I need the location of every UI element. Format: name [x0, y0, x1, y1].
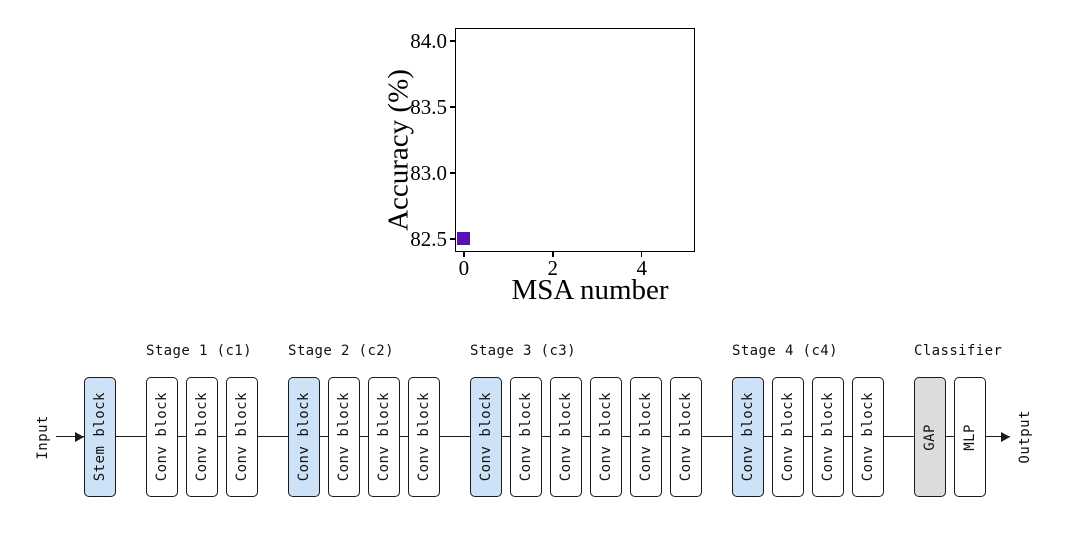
conv-block: Conv block [550, 377, 582, 497]
block-label: Conv block [416, 392, 432, 482]
stem-block: Stem block [84, 377, 116, 497]
stage-label-classifier: Classifier [914, 343, 1003, 359]
stage-label-stage2: Stage 2 (c2) [288, 343, 394, 359]
block-label: Conv block [336, 392, 352, 482]
block-label: Conv block [194, 392, 210, 482]
block-label: Stem block [92, 392, 108, 482]
x-tick-label: 2 [547, 256, 559, 280]
x-axis-label: MSA number [511, 274, 669, 306]
output-label: Output [1012, 410, 1038, 464]
x-tick-mark [463, 252, 465, 257]
block-label: Conv block [518, 392, 534, 482]
input-arrowhead-icon [75, 432, 84, 442]
conv-block: Conv block [328, 377, 360, 497]
x-tick-mark [640, 252, 643, 257]
block-label: Conv block [678, 392, 694, 482]
block-label: Conv block [154, 392, 170, 482]
stage-group-stem: Stem block [84, 377, 116, 497]
blocks-row-stem: Stem block [84, 377, 116, 497]
y-tick-mark [450, 172, 455, 174]
block-label: Conv block [558, 392, 574, 482]
block-label: GAP [922, 423, 938, 451]
output-arrowhead-icon [1001, 432, 1010, 442]
input-label: Input [30, 415, 56, 460]
conv-block: Conv block [186, 377, 218, 497]
x-tick-mark [552, 252, 554, 257]
stage-label-stage1: Stage 1 (c1) [146, 343, 252, 359]
conv-block: Conv block [288, 377, 320, 497]
blocks-row-stage4: Conv block Conv block Conv block Conv block [732, 377, 884, 497]
conv-block: Conv block [470, 377, 502, 497]
plot-area [455, 28, 695, 252]
conv-block: Conv block [510, 377, 542, 497]
x-tick-label: 4 [636, 256, 647, 280]
data-point-marker [457, 232, 471, 246]
y-tick-label: 82.5 [410, 226, 447, 251]
block-label: Conv block [376, 392, 392, 482]
block-label: Conv block [638, 392, 654, 482]
blocks-row-classifier: GAP MLP [914, 377, 986, 497]
gap-block: GAP [914, 377, 946, 497]
y-tick-mark [450, 238, 455, 240]
block-label: Conv block [234, 392, 250, 482]
block-label: Conv block [780, 392, 796, 482]
y-tick-label: 83.0 [410, 160, 447, 185]
block-label: Conv block [860, 392, 876, 482]
conv-block: Conv block [408, 377, 440, 497]
x-tick-label: 0 [458, 256, 470, 280]
block-label: Conv block [598, 392, 614, 482]
conv-block: Conv block [590, 377, 622, 497]
y-tick-mark [450, 106, 455, 108]
conv-block: Conv block [226, 377, 258, 497]
stage-label-stage3: Stage 3 (c3) [470, 343, 576, 359]
y-tick-label: 83.5 [410, 95, 447, 120]
blocks-row-stage2: Conv block Conv block Conv block Conv block [288, 377, 440, 497]
conv-block: Conv block [732, 377, 764, 497]
block-label: Conv block [478, 392, 494, 482]
block-label: Conv block [296, 392, 312, 482]
y-tick-mark [450, 40, 455, 42]
conv-block: Conv block [812, 377, 844, 497]
mlp-block: MLP [954, 377, 986, 497]
conv-block: Conv block [630, 377, 662, 497]
conv-block: Conv block [146, 377, 178, 497]
conv-block: Conv block [852, 377, 884, 497]
conv-block: Conv block [772, 377, 804, 497]
stage-label-stage4: Stage 4 (c4) [732, 343, 838, 359]
conv-block: Conv block [670, 377, 702, 497]
blocks-row-stage3: Conv block Conv block Conv block Conv block… [470, 377, 702, 497]
output-label-text: Output [1017, 410, 1033, 464]
block-label: MLP [962, 423, 978, 451]
y-tick-label: 84.0 [410, 29, 447, 54]
blocks-row-stage1: Conv block Conv block Conv block [146, 377, 258, 497]
conv-block: Conv block [368, 377, 400, 497]
block-label: Conv block [740, 392, 756, 482]
block-label: Conv block [820, 392, 836, 482]
input-label-text: Input [35, 414, 51, 460]
